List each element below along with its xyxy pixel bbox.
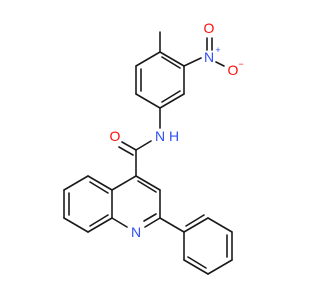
bond-carbonyl-o [121, 141, 137, 151]
bond-q-c5-c6 [63, 175, 89, 191]
bond-ring1-1 [159, 51, 185, 67]
bond-ring1-1b [161, 56, 181, 69]
bond-carbonyl-o-b [118, 146, 134, 156]
bond-q-c8-c8ab [89, 214, 109, 227]
atom-quinoline-nitrogen: N [131, 224, 141, 240]
bond-q-c7-c8 [63, 217, 89, 233]
atom-labels: O N + O − N H O N [110, 20, 244, 240]
bonds-group [63, 31, 233, 275]
bond-q-n1-c8a [111, 217, 128, 228]
bond-q-c4a-c5 [87, 175, 113, 191]
bond-ph-2 [207, 217, 233, 233]
charge-minus: − [238, 59, 243, 69]
molecule-structure: O N + O − N H O N [63, 20, 244, 275]
bond-ring1-6 [135, 51, 161, 67]
bond-nitro-o-right [215, 61, 225, 67]
bond-ph-1b [185, 214, 205, 227]
bond-ring1-4 [135, 93, 161, 109]
bond-ring1-3b [161, 90, 181, 103]
atom-nitro-oxygen-top: O [204, 20, 215, 36]
bond-c2-phenyl [159, 217, 185, 233]
bond-q-c4-c3 [135, 175, 161, 191]
bond-ph-4 [207, 259, 233, 275]
bond-ring1-3 [159, 93, 185, 109]
atom-nitro-oxygen-right: O [228, 62, 239, 78]
bond-q-c2-n1 [144, 217, 161, 228]
bond-q-c4-c3b [137, 180, 157, 193]
bond-ring-nitro [183, 57, 202, 67]
atom-amide-oxygen: O [110, 128, 121, 144]
atom-nitro-nitrogen: N [204, 49, 214, 65]
charge-plus: + [215, 45, 220, 55]
bond-ph-5b [187, 256, 207, 269]
bond-q-c8-c8a [87, 217, 113, 233]
bond-ph-1 [183, 217, 209, 233]
bond-q-c4a-c5b [89, 181, 109, 194]
bond-q-c4a-c4 [111, 175, 137, 191]
bond-q-c2-n1b [143, 213, 157, 222]
atom-amide-hydrogen: H [169, 128, 179, 144]
molecule-diagram: O N + O − N H O N [63, 20, 244, 275]
bond-n-carbonyl [135, 140, 152, 151]
bond-ph-5 [183, 259, 209, 275]
atom-amide-nitrogen: N [155, 128, 165, 144]
